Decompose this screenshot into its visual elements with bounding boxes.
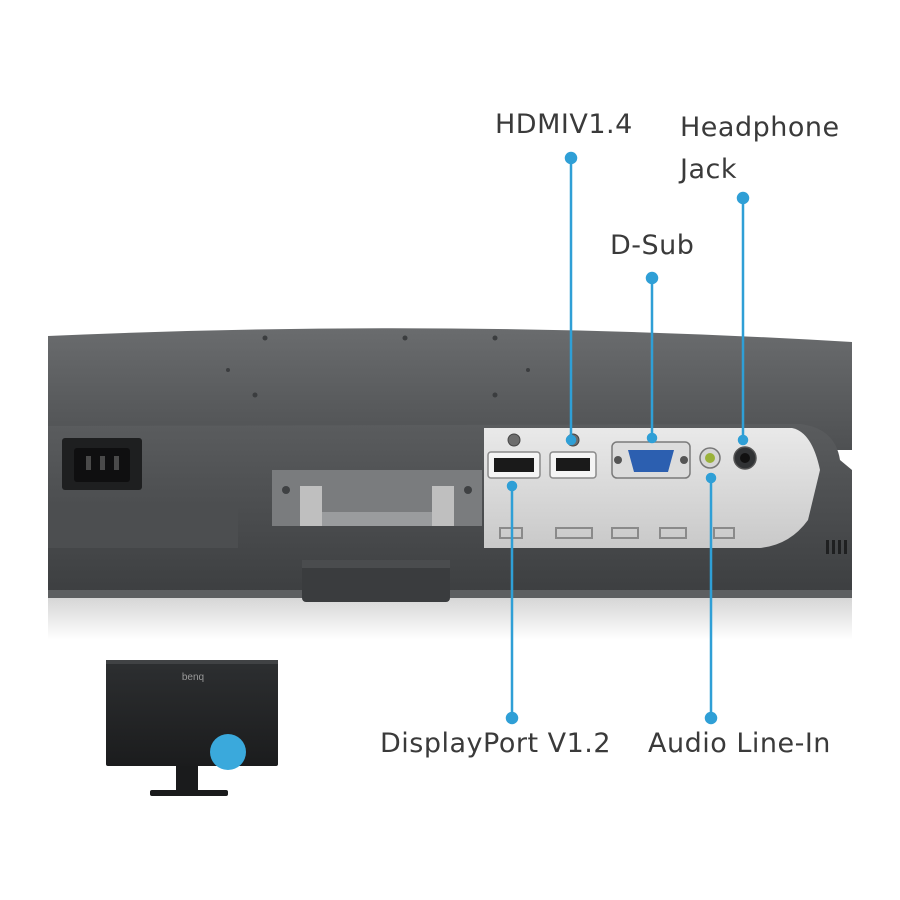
- callout-dot-headphone: [736, 191, 750, 205]
- callout-end-headphone: [737, 434, 749, 446]
- headphone-jack-icon: [740, 453, 750, 463]
- audio-jack-icon: [705, 453, 715, 463]
- thumbnail-highlight: [210, 734, 246, 770]
- label-headphone-jack: Headphone Jack: [680, 112, 840, 185]
- label-displayport: DisplayPort V1.2: [380, 728, 612, 759]
- callout-dot-audio: [704, 711, 718, 725]
- floor-shadow: [48, 598, 852, 640]
- stand-neck: [302, 560, 450, 602]
- callout-lines: [505, 151, 750, 725]
- callout-end-hdmi: [565, 434, 577, 446]
- callout-end-audio: [705, 472, 717, 484]
- label-hdmi: HDMIV1.4: [495, 109, 633, 140]
- label-audio-line-in: Audio Line-In: [648, 728, 831, 759]
- hdmi-socket-icon: [556, 458, 590, 471]
- screw-icon: [507, 433, 521, 447]
- dsub-socket-icon: [628, 450, 674, 472]
- side-vents: [826, 540, 847, 554]
- callout-dot-displayport: [505, 711, 519, 725]
- callout-end-dsub: [646, 432, 658, 444]
- thumbnail-monitor: [106, 660, 278, 796]
- port-icons-strip: [499, 527, 735, 539]
- shell-vents: [226, 335, 530, 398]
- label-dsub: D-Sub: [610, 230, 695, 261]
- label-recess: [48, 508, 238, 548]
- callout-end-displayport: [506, 480, 518, 492]
- thumbnail-brand: benq: [182, 672, 204, 683]
- callout-dot-dsub: [645, 271, 659, 285]
- displayport-socket-icon: [494, 458, 534, 472]
- callout-dot-hdmi: [564, 151, 578, 165]
